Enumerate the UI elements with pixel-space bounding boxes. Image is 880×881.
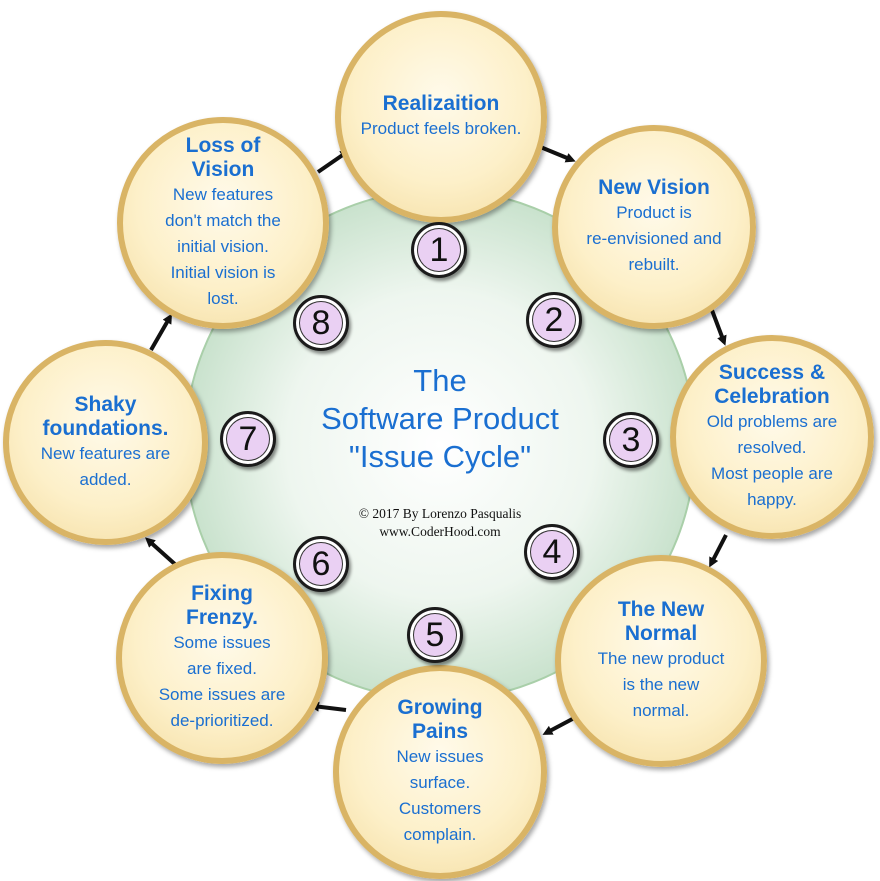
- stage-number-badge-8: 8: [293, 295, 349, 351]
- diagram-title: The Software Product "Issue Cycle": [250, 362, 630, 476]
- stage-success-desc: Old problems are resolved. Most people a…: [706, 412, 838, 509]
- stage-loss-of-vision-node: Loss of Vision New features don't match …: [117, 117, 329, 329]
- stage-new-vision-desc: Product is re-envisioned and rebuilt.: [586, 203, 722, 274]
- copyright-line: © 2017 By Lorenzo Pasqualis: [358, 506, 522, 521]
- stage-new-vision-node: New Vision Product is re-envisioned and …: [552, 125, 756, 329]
- stage-growing-pains-node: Growing Pains New issues surface. Custom…: [333, 665, 547, 879]
- stage-fixing-frenzy-node: Fixing Frenzy. Some issues are fixed. So…: [116, 552, 328, 764]
- stage-shaky-foundations-title: Shaky foundations.: [42, 392, 169, 440]
- diagram-title-line-1: The: [413, 363, 467, 398]
- stage-fixing-frenzy-desc: Some issues are fixed. Some issues are d…: [158, 633, 286, 730]
- stage-new-vision-title: New Vision: [598, 176, 710, 199]
- stage-realization-title: Realizaition: [382, 92, 500, 115]
- stage-loss-of-vision-desc: New features don't match the initial vis…: [165, 185, 281, 308]
- website-line: www.CoderHood.com: [379, 524, 501, 539]
- stage-realization-desc: Product feels broken.: [360, 119, 522, 138]
- stage-growing-pains-desc: New issues surface. Customers complain.: [396, 747, 484, 844]
- arrow-realization-to-new-vision: [537, 144, 576, 163]
- stage-fixing-frenzy-title: Fixing Frenzy.: [186, 582, 258, 629]
- arrow-fixing-frenzy-to-shaky: [145, 537, 179, 568]
- arrow-new-vision-to-success: [708, 304, 727, 346]
- copyright-credit: © 2017 By Lorenzo Pasqualis www.CoderHoo…: [300, 505, 580, 541]
- stage-number-badge-4: 4: [524, 524, 580, 580]
- arrow-success-to-new-normal: [709, 534, 728, 568]
- stage-success-node: Success & Celebration Old problems are r…: [670, 335, 874, 539]
- stage-new-normal-node: The New Normal The new product is the ne…: [555, 555, 767, 767]
- stage-success-title: Success & Celebration: [714, 361, 830, 408]
- stage-shaky-foundations-desc: New features are added.: [40, 443, 171, 489]
- stage-number-badge-5: 5: [407, 607, 463, 663]
- stage-number-badge-3: 3: [603, 412, 659, 468]
- stage-loss-of-vision-title: Loss of Vision: [185, 134, 261, 181]
- diagram-title-line-3: "Issue Cycle": [348, 439, 532, 474]
- stage-new-normal-desc: The new product is the new normal.: [597, 649, 725, 720]
- cycle-arrows: [145, 144, 728, 735]
- stage-number-badge-7: 7: [220, 411, 276, 467]
- arrow-shaky-to-loss: [149, 313, 172, 351]
- stage-realization-node: Realizaition Product feels broken.: [335, 11, 547, 223]
- diagram-title-line-2: Software Product: [321, 401, 559, 436]
- stage-new-normal-title: The New Normal: [617, 598, 705, 645]
- stage-number-badge-6: 6: [293, 536, 349, 592]
- stage-number-badge-1: 1: [411, 222, 467, 278]
- stage-shaky-foundations-node: Shaky foundations. New features are adde…: [3, 340, 208, 545]
- arrow-growing-pains-to-fixing-frenzy: [309, 701, 347, 712]
- stage-growing-pains-title: Growing Pains: [397, 696, 483, 743]
- stage-number-badge-2: 2: [526, 292, 582, 348]
